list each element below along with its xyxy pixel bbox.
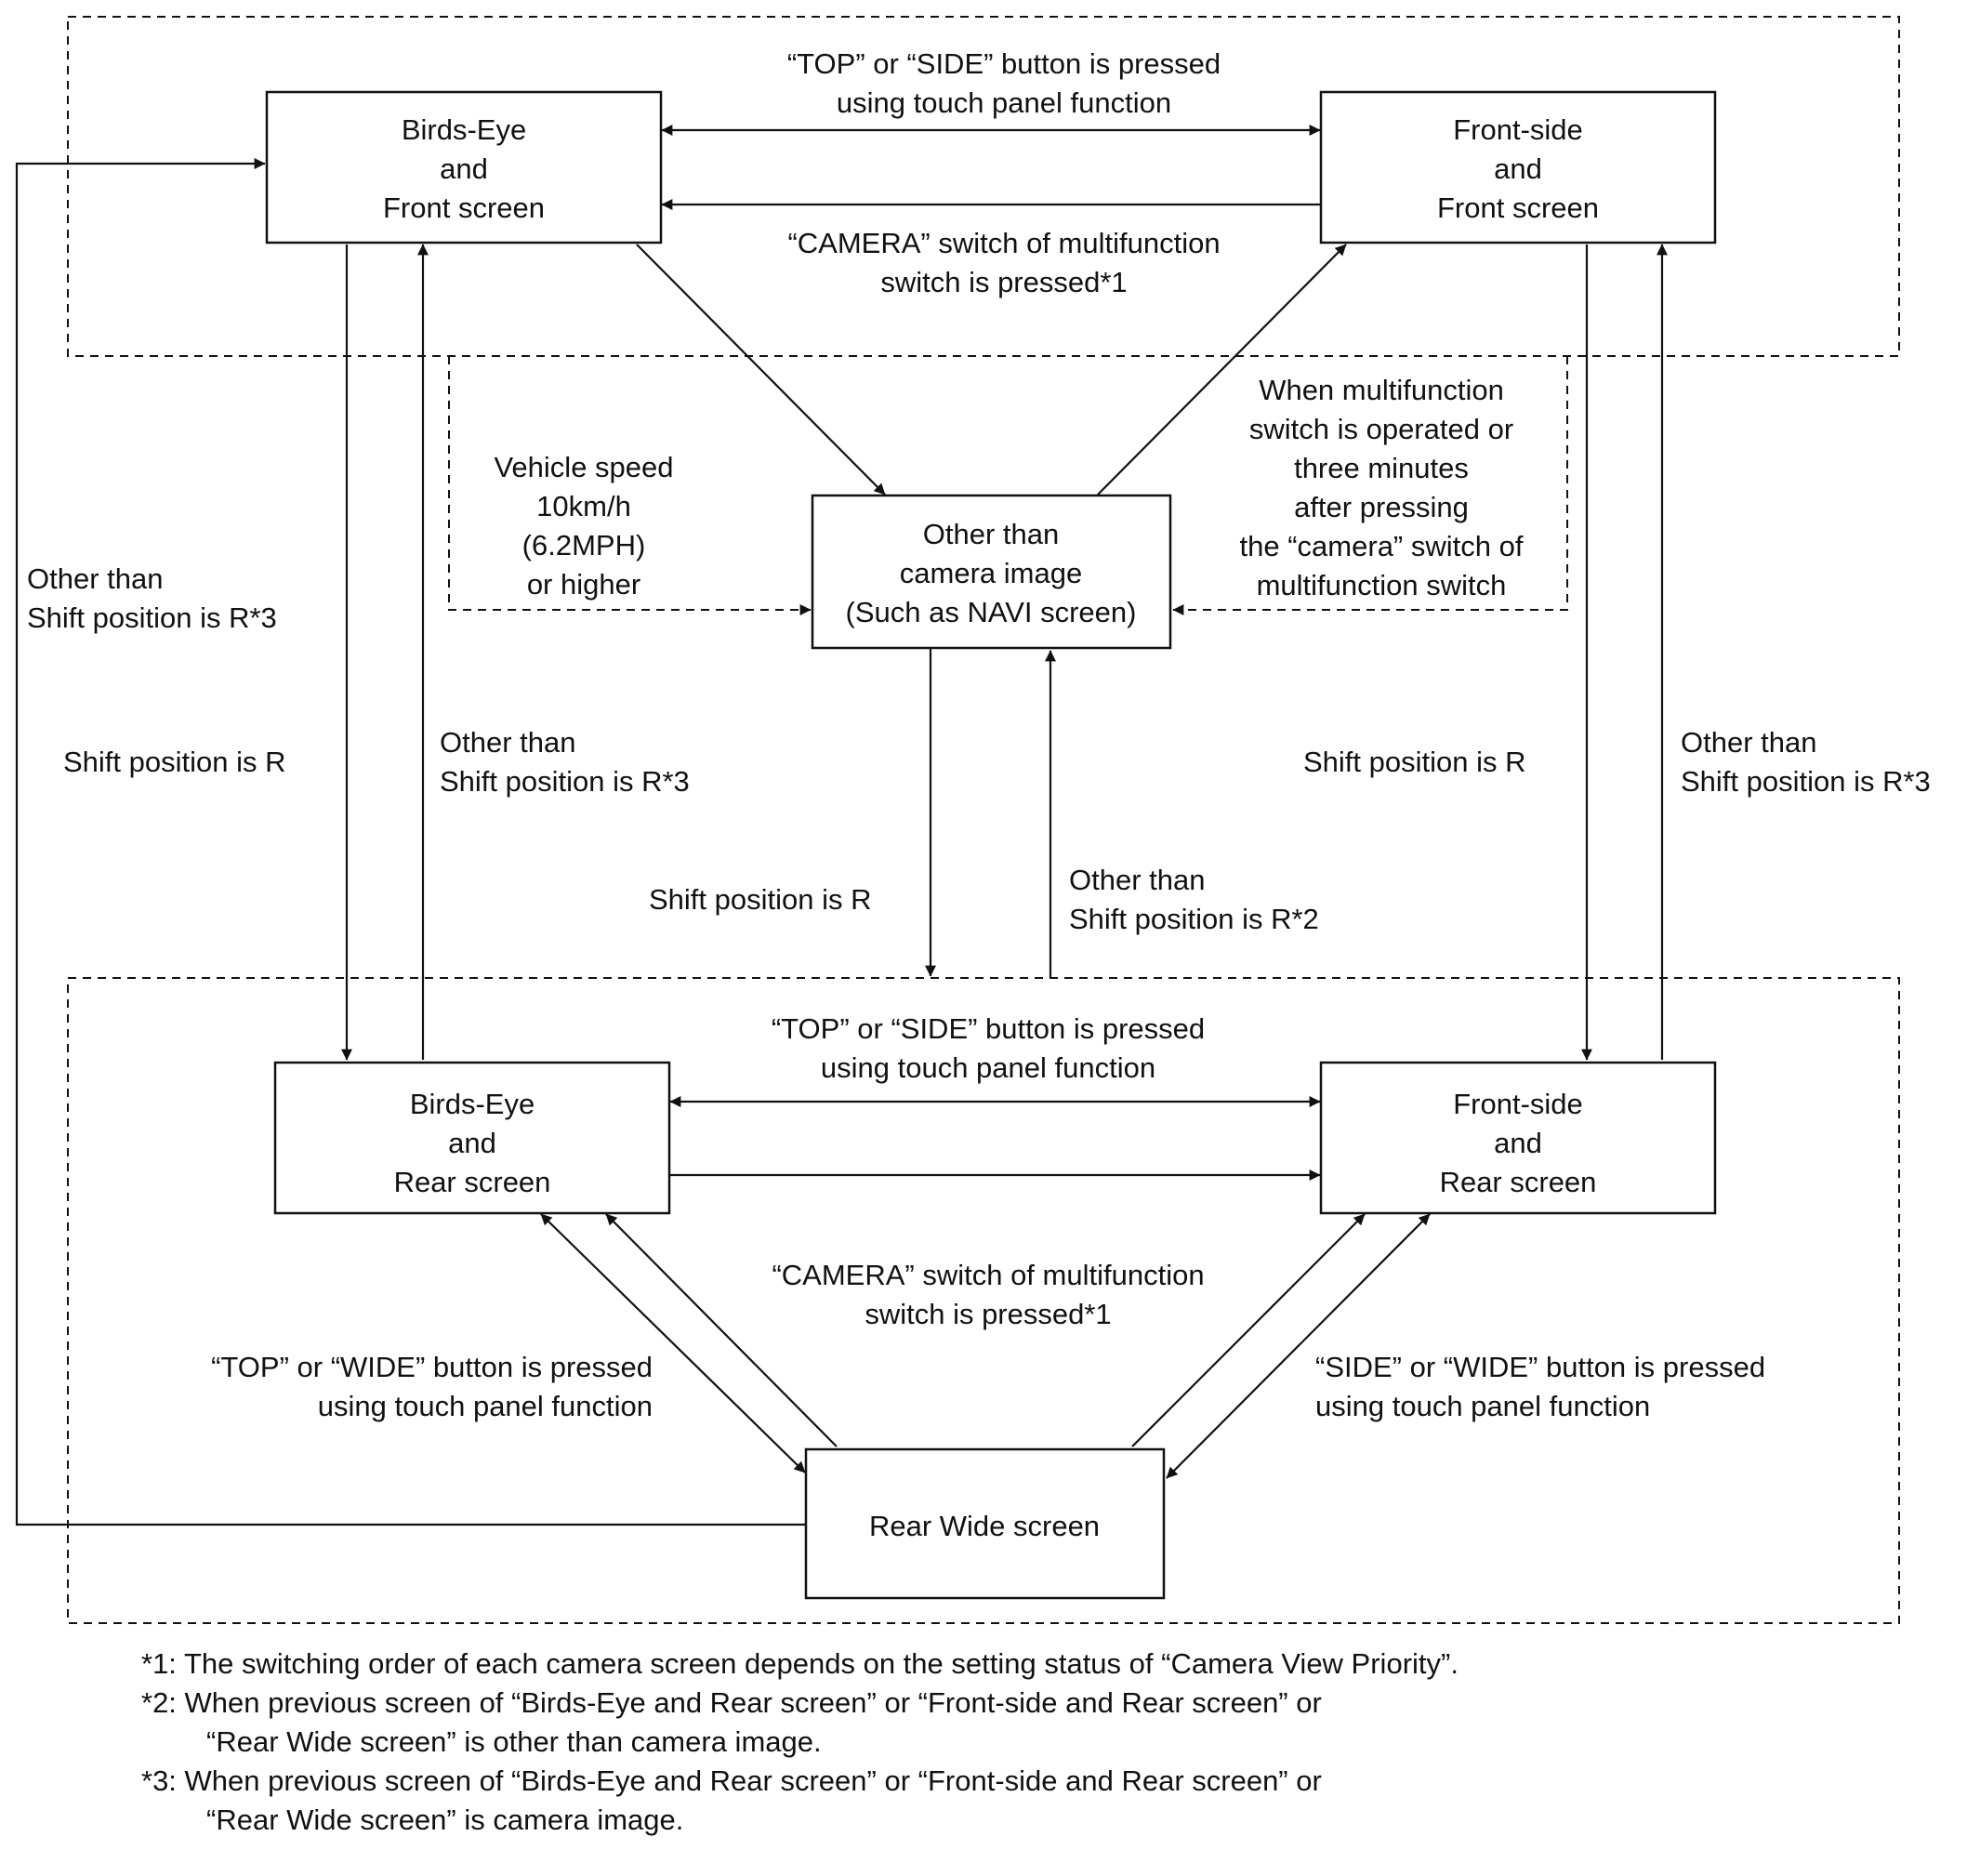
state-birds-eye-front: Birds-Eye and Front screen — [265, 90, 663, 244]
state-line: Front-side — [1453, 113, 1583, 146]
state-line: and — [1494, 152, 1542, 185]
state-line: camera image — [900, 557, 1082, 589]
label-line: the “camera” switch of — [1240, 530, 1524, 562]
label-camera-switch-lower: “CAMERA” switch of multifunction switch … — [772, 1259, 1204, 1330]
footnote-line: “Rear Wide screen” is other than camera … — [206, 1725, 822, 1758]
outer-return-arrow — [15, 158, 805, 1526]
label-line: multifunction switch — [1257, 569, 1507, 601]
state-line: and — [448, 1127, 496, 1159]
label-vehicle-speed: Vehicle speed 10km/h (6.2MPH) or higher — [494, 451, 673, 601]
state-line: Birds-Eye — [402, 113, 526, 146]
state-line: and — [1494, 1127, 1542, 1159]
state-birds-eye-rear: Birds-Eye and Rear screen — [273, 1061, 671, 1215]
label-line: “TOP” or “SIDE” button is pressed — [772, 1012, 1205, 1045]
state-line: Front-side — [1453, 1088, 1583, 1120]
label-line: Other than — [27, 562, 163, 595]
label-multifunction-timeout: When multifunction switch is operated or… — [1240, 374, 1524, 601]
label-line: Other than — [1069, 864, 1205, 896]
birds-front-to-center-arrow — [636, 244, 886, 495]
label-line: Vehicle speed — [494, 451, 673, 483]
frontside-rear-to-rear-wide-arrow — [1166, 1213, 1431, 1479]
state-line: Rear screen — [1440, 1166, 1597, 1198]
label-left-other-than: Other than Shift position is R*3 — [440, 726, 690, 798]
footnote-line: *2: When previous screen of “Birds-Eye a… — [141, 1686, 1322, 1719]
label-line: “TOP” or “SIDE” button is pressed — [787, 47, 1221, 80]
label-right-other-than: Other than Shift position is R*3 — [1681, 726, 1931, 798]
label-line: “SIDE” or “WIDE” button is pressed — [1315, 1351, 1765, 1383]
label-center-other-than: Other than Shift position is R*2 — [1069, 864, 1319, 935]
rear-wide-to-birds-rear-arrow — [605, 1213, 838, 1447]
label-line: Shift position is R — [1303, 746, 1526, 778]
birds-rear-to-rear-wide-arrow — [540, 1213, 806, 1473]
label-center-shift-r: Shift position is R — [649, 883, 872, 916]
label-top-side-touch-upper: “TOP” or “SIDE” button is pressed using … — [787, 47, 1221, 119]
label-line: Shift position is R — [649, 883, 872, 916]
timeout-dashed-connector — [1172, 356, 1568, 615]
label-line: three minutes — [1294, 452, 1469, 484]
vehicle-speed-dashed-connector — [448, 356, 812, 615]
rear-screens-group — [67, 977, 1900, 1624]
state-line: Front screen — [383, 192, 545, 224]
label-line: (6.2MPH) — [522, 529, 646, 561]
state-line: Other than — [923, 518, 1059, 550]
label-line: When multifunction — [1259, 374, 1504, 406]
state-line: Rear Wide screen — [869, 1510, 1100, 1542]
label-top-side-touch-lower: “TOP” or “SIDE” button is pressed using … — [772, 1012, 1205, 1084]
label-line: Other than — [1681, 726, 1816, 759]
state-rear-wide: Rear Wide screen — [804, 1447, 1166, 1600]
label-line: “TOP” or “WIDE” button is pressed — [211, 1351, 653, 1383]
center-to-frontside-front-arrow — [1097, 244, 1347, 495]
state-front-side-rear: Front-side and Rear screen — [1319, 1061, 1717, 1215]
label-line: Shift position is R*3 — [440, 765, 690, 798]
label-side-wide-touch: “SIDE” or “WIDE” button is pressed using… — [1315, 1351, 1765, 1422]
label-top-wide-touch: “TOP” or “WIDE” button is pressed using … — [211, 1351, 653, 1422]
label-line: “CAMERA” switch of multifunction — [772, 1259, 1204, 1291]
state-line: Rear screen — [394, 1166, 551, 1198]
footnote-line: *3: When previous screen of “Birds-Eye a… — [141, 1764, 1322, 1797]
label-line: using touch panel function — [837, 86, 1171, 119]
label-right-shift-r: Shift position is R — [1303, 746, 1526, 778]
label-line: or higher — [527, 568, 640, 601]
label-line: switch is pressed*1 — [865, 1298, 1111, 1330]
label-line: using touch panel function — [318, 1390, 653, 1422]
label-line: Shift position is R*3 — [27, 601, 277, 634]
footnote-line: *1: The switching order of each camera s… — [141, 1647, 1459, 1680]
label-line: Shift position is R — [63, 746, 286, 778]
label-line: “CAMERA” switch of multifunction — [787, 227, 1220, 259]
label-line: using touch panel function — [1315, 1390, 1650, 1422]
state-line: Front screen — [1437, 192, 1599, 224]
label-left-outer-return: Other than Shift position is R*3 — [27, 562, 277, 634]
label-line: Shift position is R*3 — [1681, 765, 1931, 798]
label-left-shift-r: Shift position is R — [63, 746, 286, 778]
label-line: using touch panel function — [821, 1051, 1155, 1084]
state-line: Birds-Eye — [410, 1088, 535, 1120]
state-front-side-front: Front-side and Front screen — [1319, 90, 1717, 244]
footnotes: *1: The switching order of each camera s… — [141, 1647, 1459, 1836]
label-line: switch is pressed*1 — [880, 266, 1127, 298]
footnote-line: “Rear Wide screen” is camera image. — [206, 1803, 683, 1836]
label-line: after pressing — [1294, 491, 1469, 523]
label-line: switch is operated or — [1249, 413, 1513, 445]
label-line: Other than — [440, 726, 575, 759]
front-screens-group — [67, 16, 1900, 357]
label-camera-switch-upper: “CAMERA” switch of multifunction switch … — [787, 227, 1220, 298]
label-line: Shift position is R*2 — [1069, 903, 1319, 935]
state-line: and — [440, 152, 488, 185]
state-line: (Such as NAVI screen) — [846, 596, 1137, 628]
state-other-than-camera: Other than camera image (Such as NAVI sc… — [811, 494, 1172, 650]
label-line: 10km/h — [536, 490, 631, 522]
